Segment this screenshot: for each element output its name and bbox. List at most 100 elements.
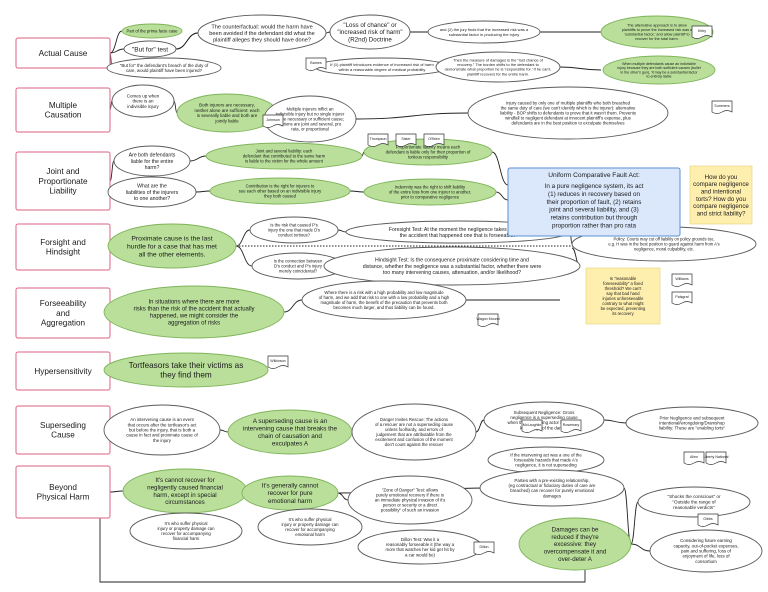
bubble-shape: [113, 145, 191, 177]
bubble-text-line: enjoyment of life, loss of: [682, 554, 730, 559]
category-label: Hypersensitivity: [34, 367, 92, 376]
bubble-text-line: happened, we might consider the: [150, 314, 239, 320]
bubble-text-line: recover for pure: [267, 490, 313, 497]
bubble-text-line: injury or property damage can: [281, 522, 339, 527]
foreseeability-note-text-line: threshold? We can't: [605, 286, 643, 291]
blue-box-text: In a pure negligence system, its act(1) …: [545, 183, 644, 230]
case-note: Barnes: [305, 57, 327, 71]
connector: [235, 245, 253, 267]
bubble-text-line: intervening cause that breaks the: [243, 425, 338, 432]
case-note-shape: [395, 133, 417, 147]
bubble-shape: [121, 23, 183, 39]
bubble-text-line: Where there is a risk with a high probab…: [324, 290, 444, 295]
case-note-shape: [683, 451, 705, 465]
blue-box-line: In a pure negligence system, its act: [545, 183, 644, 190]
bubble-shape: [363, 178, 497, 206]
case-note-label: Thompson: [370, 137, 387, 141]
bubble-text-line: It's who suffer physical: [164, 521, 207, 526]
bubble-text-line: pain and suffering, loss of: [681, 549, 732, 554]
bubble-text-line: Comes up when: [127, 93, 160, 98]
bubble-text-line: liability - BOP shifts to defendants to …: [500, 111, 636, 116]
category-label-line: and: [56, 309, 70, 318]
case-note-shape: [477, 313, 499, 327]
bubble-text: "But for" the defendant's breach of the …: [120, 63, 209, 73]
category-frame: [15, 87, 111, 133]
case-note: Johnson: [262, 114, 284, 128]
bubble-text-line: rata, or proportional: [291, 127, 329, 132]
bubble-shape: [600, 15, 714, 49]
bubble-text-line: knowledge of the danger: [520, 425, 569, 430]
bubble-text-line: when the intervening actor had actual: [508, 420, 581, 425]
bubble-text-line: overcompensate it and: [544, 548, 607, 555]
category-label-line: Hypersensitivity: [34, 367, 92, 376]
bubble-text-line: liable for the entire: [131, 159, 174, 165]
connector: [195, 190, 211, 193]
case-note: O'Brien: [423, 133, 445, 147]
case-note-shape: [473, 541, 495, 555]
bubble-text-line: negligence, it is not superseding: [515, 463, 577, 468]
bubble-text-line: damages: [543, 493, 562, 498]
bubble-text-line: cause in fact and proximate cause of: [126, 433, 198, 438]
bubble-text-line: Danger Invites Rescue: The actions: [380, 417, 448, 422]
case-note-label: Sister: [401, 137, 411, 141]
bubble-text-line: Proportionate liability means each: [396, 144, 461, 149]
category-box: Hypersensitivity: [15, 351, 111, 391]
bubble-text-line: "Loss of chance" or: [343, 22, 396, 29]
bubble-text-line: mom that watches her kid get hit by: [385, 547, 455, 552]
bubble-text: Part of the prima facie case: [127, 28, 179, 33]
bubble-text-line: It's cannot recover for: [155, 477, 214, 484]
bubble-text-line: injury or property damage can: [157, 526, 215, 531]
foreseeability-note-text-line: its recovery: [612, 311, 634, 316]
category-frame: [15, 151, 111, 211]
bubble-text-line: It's who suffer physical: [288, 517, 331, 522]
bubble-text-line: plaintiffs to prove the increased risk w…: [622, 28, 693, 32]
bubble-text: Contribution is the right for injurers t…: [239, 184, 322, 199]
case-note-label: Allen: [690, 455, 698, 459]
category-frame: [15, 465, 111, 519]
bubble-text-line: too many intervening causes, attenuation…: [383, 270, 521, 276]
bubble-part-prima-facie: Part of the prima facie case: [121, 23, 183, 39]
bubble-text-line: The counterfactual: would the harm have: [211, 24, 312, 30]
bubble-text-line: negligence, moral culpability, etc.: [634, 246, 694, 251]
bubble-text-line: Part of the prima facie case: [127, 28, 179, 33]
case-note-label: Rosemary: [563, 423, 580, 427]
case-note-label: Kirby: [698, 29, 706, 33]
bubble-shocks-conscious: "Shocks the conscious" or"Outside the ra…: [637, 486, 751, 518]
feedback-arrow: [99, 470, 586, 583]
bubble-text-line: In situations where there are more: [148, 299, 240, 305]
case-note-label: Wilkinson: [270, 359, 285, 363]
bubble-text-line: 'substantial factor,' and allow plaintif…: [624, 33, 689, 37]
case-note-label: Gibbs: [703, 517, 713, 521]
bubble-text-line: breached) can recover for purely emotion…: [510, 488, 594, 493]
bubble-text-line: that occurs after the tortfeasor's act: [128, 422, 197, 427]
bubble-shape: [129, 512, 243, 550]
question-note-text-line: compare negligence: [693, 181, 749, 188]
bubble-text-line: tortious responsibility: [408, 155, 449, 160]
bubble-text-line: unless foolhardy, and errors of: [385, 427, 444, 432]
category-label-line: Forsight and: [40, 238, 86, 247]
bubble-text-line: hurdle for a case that has met: [127, 243, 217, 250]
bubble-text-line: "But for" test: [132, 46, 168, 53]
case-note: Palsgraf: [671, 291, 693, 305]
case-note-label: Palsgraf: [675, 295, 688, 299]
bubble-text: Where there is a risk with a high probab…: [319, 290, 450, 310]
bubble-text-line: possibility" of such an invasion: [381, 508, 440, 513]
bubble-shape: [257, 508, 363, 546]
case-note-shape: [367, 133, 389, 147]
bubble-text: When multiple defendants cause an indivi…: [617, 62, 700, 79]
